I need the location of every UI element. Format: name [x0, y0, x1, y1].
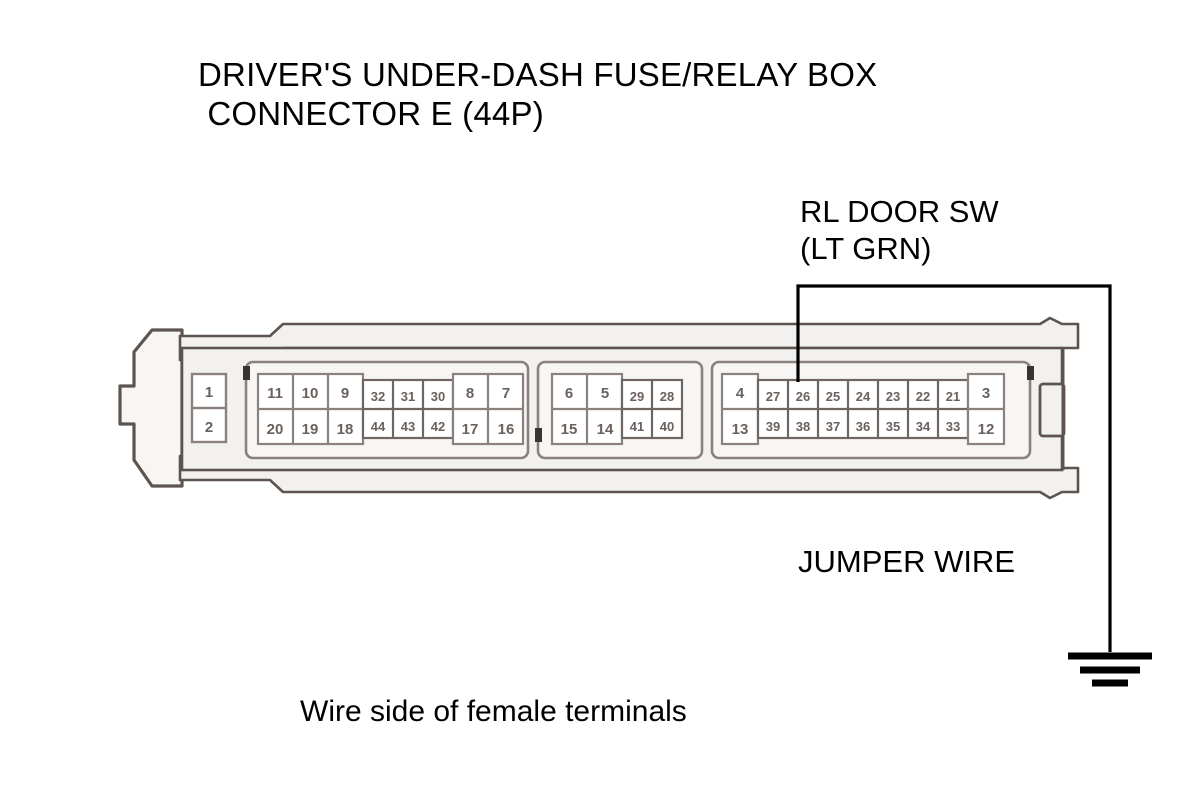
pin-cell-label: 26 [796, 389, 810, 404]
pin-cell-label: 3 [982, 385, 990, 402]
pin-cell-label: 13 [732, 421, 749, 438]
pin-cell-label: 7 [502, 385, 510, 402]
pin-cell-label: 20 [267, 421, 284, 438]
pin-cell-label: 4 [736, 385, 745, 402]
ground-symbol-icon [1068, 652, 1152, 687]
pin-cell-label: 1 [205, 384, 213, 401]
pin-cell-label: 27 [766, 389, 780, 404]
pin-cell-label: 10 [302, 385, 319, 402]
pin-cell-label: 22 [916, 389, 930, 404]
view-caption: Wire side of female terminals [300, 695, 687, 728]
pin-cells-small-mid-left: 32 31 30 44 43 42 [361, 378, 455, 440]
pin-cell-label: 9 [341, 385, 349, 402]
pin-cells-small-mid-middle: 29 28 41 40 [620, 378, 684, 440]
pin-cell-label: 42 [431, 419, 445, 434]
pin-cell-label: 14 [597, 421, 614, 438]
pin-group-left: 11 10 9 20 19 18 32 31 30 44 43 42 [243, 360, 530, 460]
jumper-wire-label: JUMPER WIRE [798, 544, 1015, 579]
signal-label: RL DOOR SW (LT GRN) [800, 194, 999, 266]
pin-cell-label: 39 [766, 419, 780, 434]
pin-cell-label: 23 [886, 389, 900, 404]
pin-cell-label: 37 [826, 419, 840, 434]
pin-cell-label: 21 [946, 389, 960, 404]
pin-cell-label: 2 [205, 419, 213, 436]
pin-cell-label: 33 [946, 419, 960, 434]
pin-cell-label: 38 [796, 419, 810, 434]
pin-cell-label: 35 [886, 419, 900, 434]
pin-cell-label: 25 [826, 389, 840, 404]
pin-cells-big-right-left: 8 7 17 16 [451, 372, 525, 446]
connector-right-latch [1038, 382, 1066, 438]
pin-cell-label: 16 [498, 421, 515, 438]
pin-group-middle: 6 5 15 14 29 28 41 40 [535, 360, 704, 460]
pin-cells-big-left: 11 10 9 20 19 18 [256, 372, 365, 446]
pin-cell-label: 29 [630, 389, 644, 404]
pin-cell-label: 36 [856, 419, 870, 434]
pin-group-right: 4 13 27 26 25 24 23 22 21 39 [710, 360, 1034, 460]
pin-cell-label: 18 [337, 421, 354, 438]
pin-cell-label: 11 [267, 385, 283, 402]
pin-cell-label: 6 [565, 385, 573, 402]
jumper-wire-path [796, 284, 1112, 652]
pin-cell-label: 34 [916, 419, 931, 434]
page-title: DRIVER'S UNDER-DASH FUSE/RELAY BOX CONNE… [198, 56, 878, 132]
pin-cell-label: 44 [371, 419, 386, 434]
pin-block-standalone: 1 2 [190, 372, 228, 444]
pin-cell-label: 30 [431, 389, 445, 404]
pin-cell-label: 43 [401, 419, 415, 434]
pin-cell-label: 17 [462, 421, 479, 438]
jumper-wire-line [796, 284, 1112, 652]
pin-cell-label: 15 [561, 421, 578, 438]
pin-cell-label: 5 [601, 385, 609, 402]
pin-cells-big-right-right: 3 12 [966, 372, 1006, 446]
pin-cell-label: 24 [856, 389, 871, 404]
pin-cell-label: 40 [660, 419, 674, 434]
pin-cell-label: 32 [371, 389, 385, 404]
pin-cells-small-mid-right: 27 26 25 24 23 22 21 39 38 37 36 35 34 3… [756, 378, 970, 440]
pin-cell-label: 8 [466, 385, 474, 402]
pin-cell-label: 12 [978, 421, 995, 438]
pin-cells-big-left-right: 4 13 [720, 372, 760, 446]
pin-cells-big-left-middle: 6 5 15 14 [550, 372, 624, 446]
pin-cell-label: 28 [660, 389, 674, 404]
pin-cell-label: 31 [401, 389, 415, 404]
connector-left-keyway [118, 328, 184, 488]
pin-cell-label: 19 [302, 421, 319, 438]
pin-cell-label: 41 [630, 419, 644, 434]
